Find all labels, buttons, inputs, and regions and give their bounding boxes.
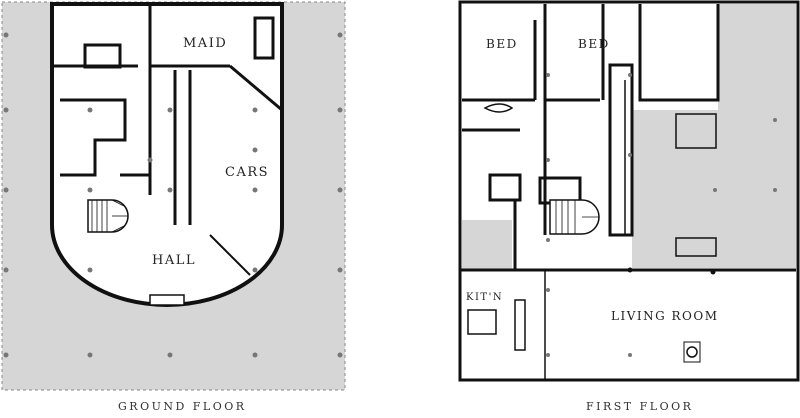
first-columns	[546, 73, 777, 357]
ground-stair	[87, 199, 129, 233]
ground-floor-plan: MAID CARS HALL	[1, 1, 346, 391]
room-label-living: LIVING ROOM	[611, 309, 719, 323]
room-label-cars: CARS	[225, 165, 269, 180]
room-label-bed-2: BED	[578, 37, 610, 51]
caption-ground-floor: GROUND FLOOR	[118, 400, 247, 413]
terrace	[632, 4, 796, 268]
ground-entrance	[149, 294, 185, 306]
first-floor-plan: BED BED KIT'N LIVING ROOM	[458, 0, 800, 382]
first-stair	[549, 199, 600, 235]
room-label-bed-1: BED	[486, 37, 518, 51]
room-label-kitchen: KIT'N	[466, 292, 503, 303]
caption-first-floor: FIRST FLOOR	[586, 400, 694, 413]
ground-columns	[3, 32, 343, 358]
room-label-maid: MAID	[183, 36, 227, 51]
room-label-hall: HALL	[152, 253, 196, 268]
